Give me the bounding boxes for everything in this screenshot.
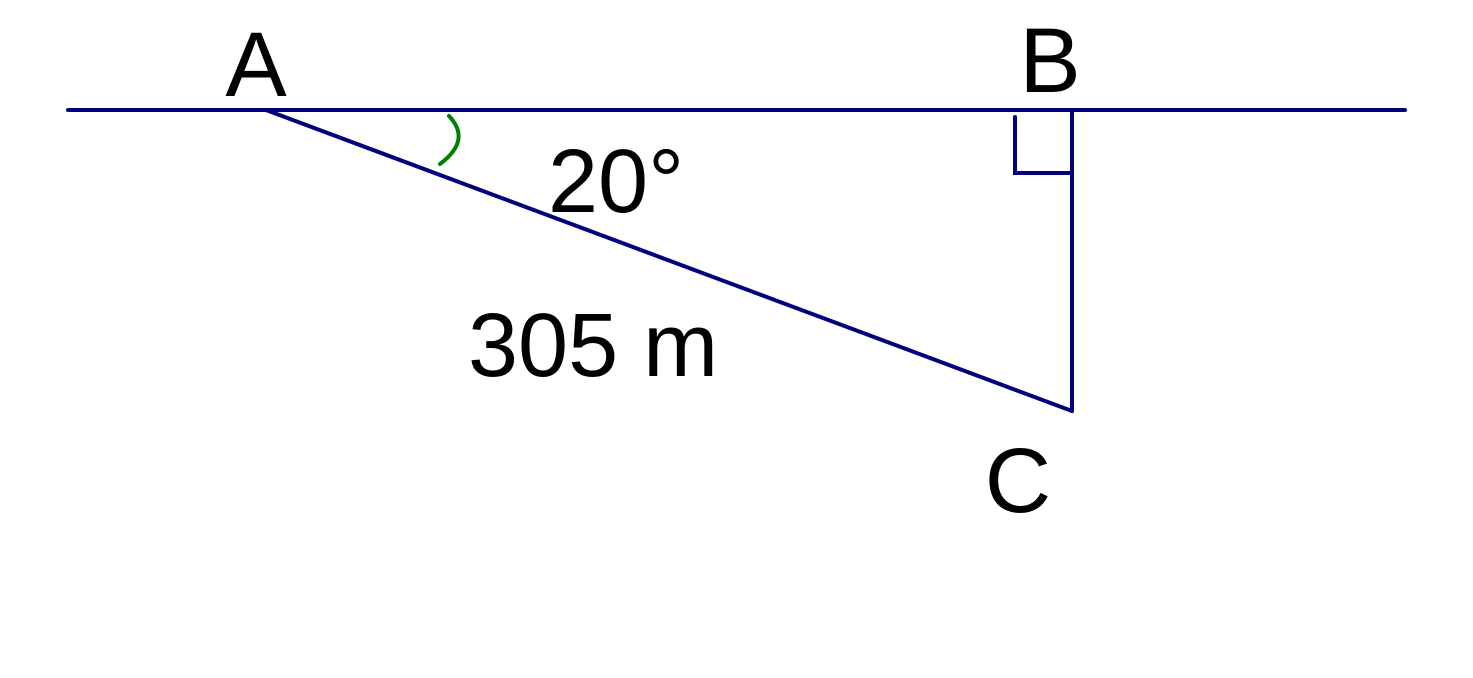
hypotenuse-line-ac bbox=[264, 108, 1074, 413]
angle-arc bbox=[438, 114, 461, 166]
vertex-label-c: C bbox=[985, 430, 1051, 532]
hypotenuse-label: 305 m bbox=[468, 296, 718, 396]
vertex-label-a: A bbox=[225, 14, 287, 116]
vertex-label-b: B bbox=[1019, 10, 1080, 112]
angle-label: 20° bbox=[548, 132, 684, 232]
right-angle-marker bbox=[1013, 115, 1074, 175]
